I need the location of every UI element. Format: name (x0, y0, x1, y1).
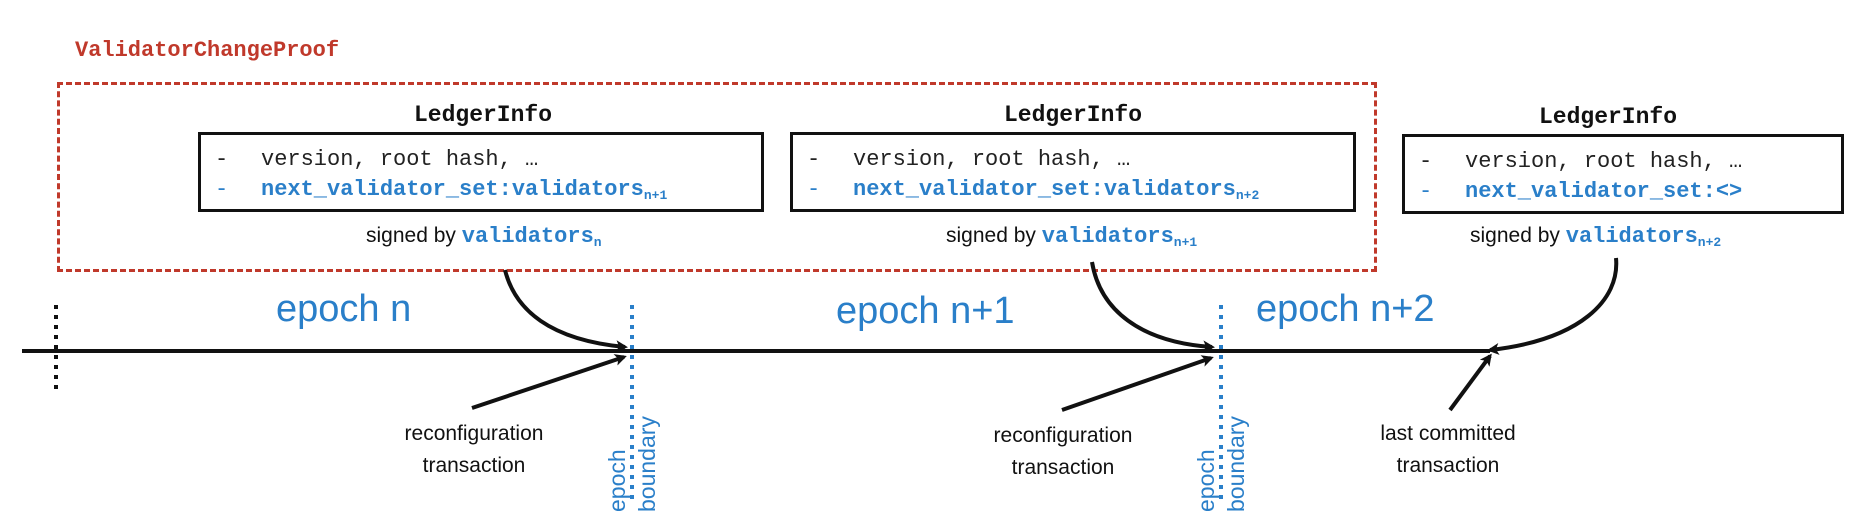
ledger-info-box-2: -version, root hash, … -next_validator_s… (790, 132, 1356, 212)
signed-by-1: signed by validatorsn (366, 224, 602, 250)
epoch-label-n-plus-2: epoch n+2 (1256, 288, 1435, 330)
last-committed-arrow (1448, 353, 1492, 412)
ledger-info-box-3: -version, root hash, … -next_validator_s… (1402, 134, 1844, 214)
reconfig-arrow-2 (1061, 355, 1214, 412)
ledger-2-line-version: -version, root hash, … (807, 147, 1131, 172)
ledger-1-line-version: -version, root hash, … (215, 147, 539, 172)
ledger-2-line-next-set: -next_validator_set:validatorsn+2 (807, 177, 1260, 203)
ledger-1-line-next-set: -next_validator_set:validatorsn+1 (215, 177, 668, 203)
ledger-info-title-2: LedgerInfo (1003, 102, 1143, 128)
epoch-label-n-plus-1: epoch n+1 (836, 290, 1015, 332)
ledger-info-title-1: LedgerInfo (413, 102, 553, 128)
ledger-info-box-1: -version, root hash, … -next_validator_s… (198, 132, 764, 212)
ledger-info-title-3: LedgerInfo (1538, 104, 1678, 130)
signed-by-2: signed by validatorsn+1 (946, 224, 1198, 250)
validator-change-proof-box (57, 82, 1377, 272)
proof-title: ValidatorChangeProof (75, 38, 340, 63)
epoch-label-n: epoch n (276, 288, 412, 330)
ledger-3-line-version: -version, root hash, … (1419, 149, 1743, 174)
signature-arrow-1 (503, 269, 628, 353)
ledger-3-line-next-set: -next_validator_set:<> (1419, 179, 1743, 204)
signature-arrow-2 (1090, 261, 1215, 353)
signature-arrow-3 (1487, 257, 1619, 355)
signed-by-3: signed by validatorsn+2 (1470, 224, 1722, 250)
reconfig-arrow-1 (471, 354, 627, 410)
